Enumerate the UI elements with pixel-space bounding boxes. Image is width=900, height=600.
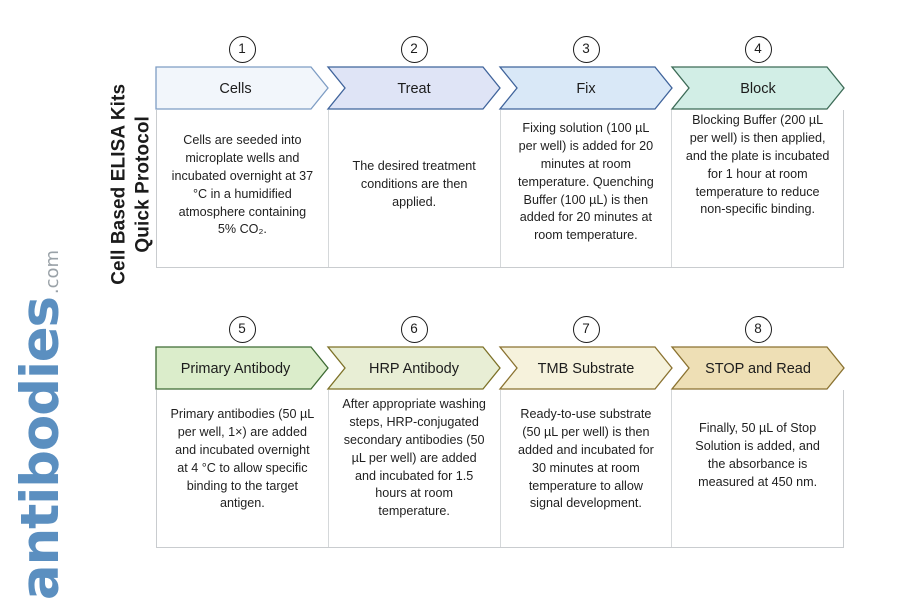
chevron-step[interactable]: Block bbox=[670, 66, 845, 110]
step-description-cell: The desired treatment conditions are the… bbox=[329, 110, 501, 267]
brand-logo: antibodies .com bbox=[10, 250, 84, 600]
brand-logo-suffix: .com bbox=[42, 249, 63, 295]
page-title-line2: Quick Protocol bbox=[133, 116, 154, 253]
step-number-slot: 2 bbox=[328, 32, 500, 66]
protocol-row-2: 5 6 7 8 Primary Antibody HRP Antibody TMB … bbox=[155, 312, 845, 548]
step-description-cell: Finally, 50 µL of Stop Solution is added… bbox=[672, 390, 843, 547]
step-number-slot: 7 bbox=[500, 312, 672, 346]
step-description-text: Finally, 50 µL of Stop Solution is added… bbox=[695, 421, 820, 489]
step-number-badge: 1 bbox=[228, 35, 256, 63]
page-title: Cell Based ELISA Kits Quick Protocol bbox=[108, 34, 157, 334]
chevron-track-2: Primary Antibody HRP Antibody TMB Substrat… bbox=[155, 346, 845, 390]
chevron-shape bbox=[326, 346, 501, 390]
chevron-step-label: TMB Substrate bbox=[538, 361, 635, 377]
chevron-step-label: Fix bbox=[576, 81, 596, 97]
step-number-slot: 5 bbox=[156, 312, 328, 346]
chevron-step-label: HRP Antibody bbox=[369, 361, 460, 377]
chevron-step[interactable]: HRP Antibody bbox=[326, 346, 501, 390]
page-title-line1: Cell Based ELISA Kits bbox=[108, 83, 130, 285]
step-description-text: After appropriate washing steps, HRP-con… bbox=[342, 397, 486, 519]
step-number-slot: 6 bbox=[328, 312, 500, 346]
chevron-step-label: Primary Antibody bbox=[181, 361, 291, 377]
step-number-track-1: 1 2 3 4 bbox=[156, 32, 844, 66]
chevron-step[interactable]: Cells bbox=[155, 66, 329, 110]
step-number-badge: 8 bbox=[744, 315, 772, 343]
chevron-step[interactable]: TMB Substrate bbox=[498, 346, 673, 390]
step-description-cell: Fixing solution (100 µL per well) is add… bbox=[501, 110, 673, 267]
step-description-text: The desired treatment conditions are the… bbox=[352, 159, 476, 209]
step-description-cell: Blocking Buffer (200 µL per well) is the… bbox=[672, 110, 843, 267]
chevron-shape bbox=[326, 66, 501, 110]
brand-logo-word: antibodies bbox=[10, 297, 71, 600]
chevron-shape bbox=[498, 346, 673, 390]
step-number-badge: 5 bbox=[228, 315, 256, 343]
step-description-cell: Ready-to-use substrate (50 µL per well) … bbox=[501, 390, 673, 547]
step-description-cell: Cells are seeded into microplate wells a… bbox=[157, 110, 329, 267]
step-description-cell: After appropriate washing steps, HRP-con… bbox=[329, 390, 501, 547]
step-description-text: Ready-to-use substrate (50 µL per well) … bbox=[517, 407, 654, 511]
chevron-step-label: STOP and Read bbox=[705, 361, 811, 377]
step-number-track-2: 5 6 7 8 bbox=[156, 312, 844, 346]
step-number-slot: 3 bbox=[500, 32, 672, 66]
step-number-slot: 4 bbox=[672, 32, 844, 66]
chevron-step[interactable]: Fix bbox=[498, 66, 673, 110]
description-track-1: Cells are seeded into microplate wells a… bbox=[156, 110, 844, 268]
chevron-step-label: Block bbox=[740, 81, 776, 97]
step-number-slot: 1 bbox=[156, 32, 328, 66]
step-description-text: Fixing solution (100 µL per well) is add… bbox=[517, 121, 654, 243]
step-number-slot: 8 bbox=[672, 312, 844, 346]
step-description-text: Cells are seeded into microplate wells a… bbox=[171, 133, 314, 237]
chevron-step[interactable]: Primary Antibody bbox=[155, 346, 329, 390]
step-number-badge: 3 bbox=[572, 35, 600, 63]
chevron-shape bbox=[155, 346, 329, 390]
protocol-row-1: 1 2 3 4 Cells Treat Fix Block Cells are see… bbox=[155, 32, 845, 268]
chevron-step-label: Cells bbox=[219, 81, 251, 97]
step-number-badge: 6 bbox=[400, 315, 428, 343]
chevron-shape bbox=[155, 66, 329, 110]
chevron-shape bbox=[670, 66, 845, 110]
step-number-badge: 7 bbox=[572, 315, 600, 343]
step-description-text: Blocking Buffer (200 µL per well) is the… bbox=[685, 113, 830, 217]
step-description-text: Primary antibodies (50 µL per well, 1×) … bbox=[170, 407, 315, 511]
chevron-step-label: Treat bbox=[397, 81, 430, 97]
step-number-badge: 2 bbox=[400, 35, 428, 63]
step-description-cell: Primary antibodies (50 µL per well, 1×) … bbox=[157, 390, 329, 547]
step-number-badge: 4 bbox=[744, 35, 772, 63]
chevron-step[interactable]: Treat bbox=[326, 66, 501, 110]
chevron-shape bbox=[670, 346, 845, 390]
description-track-2: Primary antibodies (50 µL per well, 1×) … bbox=[156, 390, 844, 548]
chevron-shape bbox=[498, 66, 673, 110]
chevron-track-1: Cells Treat Fix Block bbox=[155, 66, 845, 110]
chevron-step[interactable]: STOP and Read bbox=[670, 346, 845, 390]
